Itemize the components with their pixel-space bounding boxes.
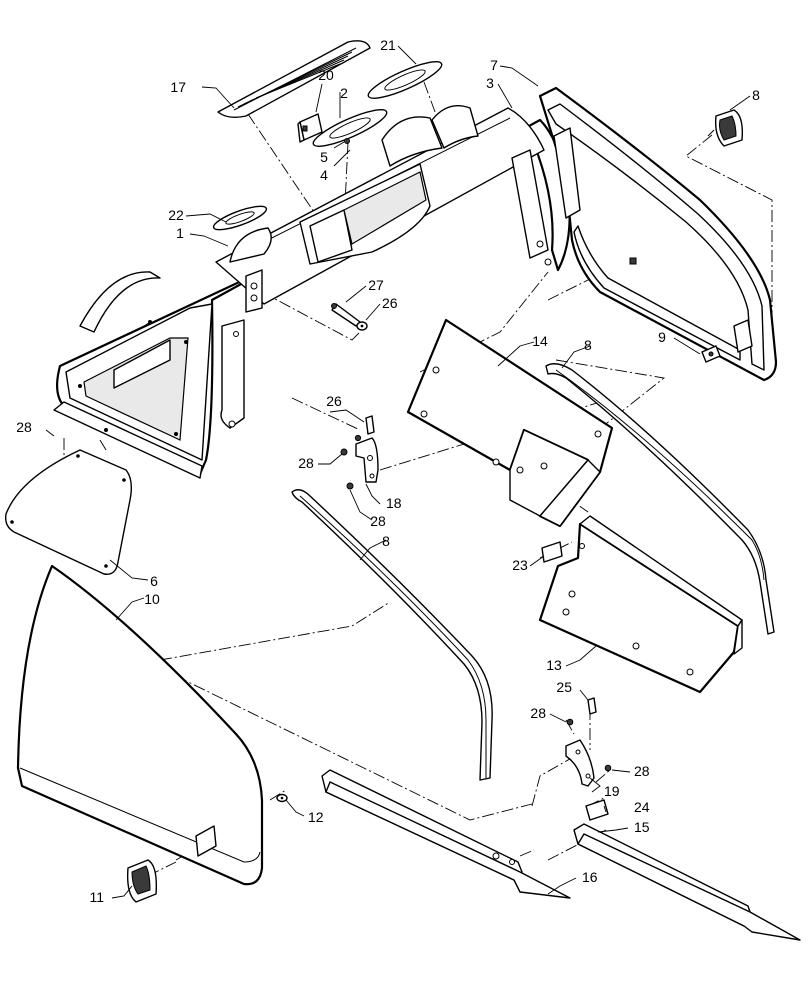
callout-28-b: 28	[298, 455, 314, 471]
part-25-washer	[356, 321, 368, 331]
part-24-spacer-lower	[585, 799, 609, 821]
callout-1: 1	[176, 225, 184, 241]
callout-3: 3	[486, 75, 494, 91]
part-24-spacer-upper	[541, 541, 563, 563]
part-17-sill-trim	[321, 769, 571, 899]
callout-9: 8	[752, 87, 760, 103]
callout-28-d: 28	[530, 705, 546, 721]
callout-26-upper: 26	[326, 393, 342, 409]
part-12-lamp-assembly	[126, 859, 158, 903]
callout-4: 4	[320, 167, 328, 183]
callout-labels: 17 20 2 21 7 3 8 5 4 22 1 27 26 9 8 14 2…	[16, 37, 760, 905]
part-8-seal-strip-right	[545, 363, 775, 635]
callout-18: 17	[170, 79, 186, 95]
callout-16: 15	[634, 819, 650, 835]
callout-25: 26	[382, 295, 398, 311]
callout-13: 12	[308, 809, 324, 825]
callout-24-upper: 23	[512, 557, 528, 573]
part-20-hinge-bracket	[565, 739, 595, 787]
part-9-lamp-assembly	[707, 109, 744, 147]
part-7-side-beam	[538, 86, 778, 382]
callout-22: 21	[380, 37, 396, 53]
callout-27: 27	[368, 277, 384, 293]
part-2-speaker-grille	[312, 109, 388, 147]
part-14-cover-panel	[538, 515, 743, 694]
part-1-headliner-frame	[53, 105, 571, 479]
callout-26-lower: 25	[556, 679, 572, 695]
part-19-hinge-bracket	[355, 437, 379, 483]
callout-11: 10	[144, 591, 160, 607]
part-15-cover-panel	[406, 318, 614, 528]
part-22-speaker-grille	[367, 61, 443, 99]
part-16-sill-trim	[573, 823, 801, 941]
part-13-clip	[276, 793, 288, 803]
part-26-screw-upper	[365, 415, 375, 435]
callout-10: 9	[658, 329, 666, 345]
callout-14: 13	[546, 657, 562, 673]
callout-5: 5	[320, 149, 328, 165]
callout-20: 19	[604, 783, 620, 799]
callout-28-a: 28	[16, 419, 32, 435]
callout-17: 16	[582, 869, 598, 885]
part-18-vent-grille	[217, 40, 371, 119]
callout-8-left: 8	[382, 533, 390, 549]
callout-21: 20	[318, 67, 334, 83]
callout-19: 18	[386, 495, 402, 511]
part-11-side-panel	[16, 564, 264, 886]
callout-leader-lines	[45, 45, 751, 899]
callout-15: 14	[532, 333, 548, 349]
part-23-speaker-grille	[212, 205, 268, 231]
part-28-nut-lower	[566, 718, 612, 772]
part-26-screw-lower	[587, 697, 597, 715]
callout-8-right: 8	[584, 337, 592, 353]
part-8-seal-strip-left	[291, 489, 493, 781]
part-27-bolt	[331, 303, 361, 327]
callout-28-e: 28	[634, 763, 650, 779]
callout-2: 2	[340, 85, 348, 101]
part-10-clip	[701, 345, 721, 363]
callout-28-c: 28	[370, 513, 386, 529]
part-6-side-window	[4, 449, 133, 575]
part-28-nut-upper	[340, 434, 362, 490]
callout-7: 7	[490, 57, 498, 73]
callout-12: 11	[89, 889, 104, 905]
part-21-control-module	[297, 113, 323, 143]
callout-24-lower: 24	[634, 799, 650, 815]
callout-23: 22	[168, 207, 184, 223]
callout-6: 6	[150, 573, 158, 589]
